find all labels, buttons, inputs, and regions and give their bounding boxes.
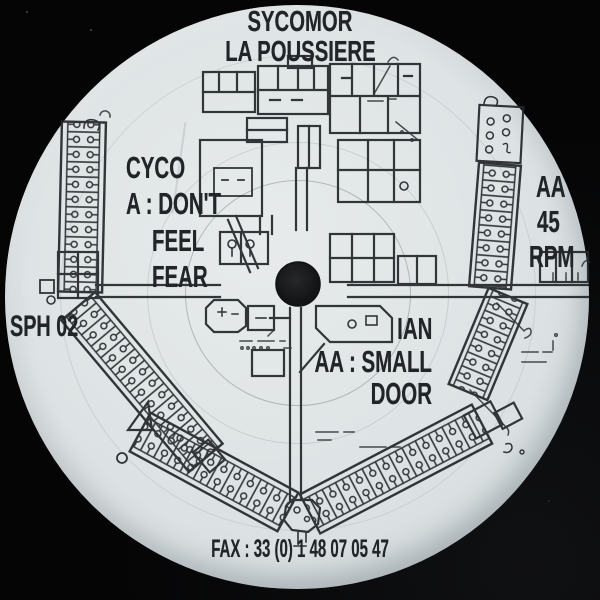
plan-annotations (99, 56, 592, 448)
artist-name-wrap: SYCOMOR (0, 8, 600, 37)
wing-right-diagonal (447, 286, 529, 402)
top-cluster (198, 54, 422, 274)
spindle-hole (275, 261, 321, 307)
bottom-hub (282, 498, 322, 547)
bottom-left-end (116, 399, 227, 474)
wing-bottom-right (298, 402, 494, 536)
side-a-track-line3: FEAR (152, 259, 208, 294)
plan-squiggle (503, 442, 513, 454)
side-aa-artist: IAN (396, 311, 432, 346)
dust-speck (26, 11, 28, 13)
catalog-number: SPH 02 (10, 310, 79, 343)
side-aa-track-line2: DOOR (370, 376, 432, 411)
dust-speck (90, 29, 92, 31)
artist-name: SYCOMOR (247, 6, 353, 38)
fax-line-wrap: FAX : 33 (0) 1 48 07 05 47 (0, 537, 600, 562)
record-title: LA POUSSIERE (224, 36, 376, 68)
wing-upper-right (467, 161, 523, 291)
fax-line: FAX : 33 (0) 1 48 07 05 47 (211, 535, 389, 563)
side-a-artist: CYCO (126, 150, 186, 185)
wing-upper-left (56, 120, 108, 294)
speed-line2: 45 (537, 204, 560, 239)
side-a-track-line1: A : DON'T (126, 186, 222, 221)
side-a-track-line2: FEEL (152, 223, 205, 258)
speed-line3: RPM (529, 239, 575, 274)
upper-right-block (475, 103, 525, 165)
corridors (94, 283, 590, 502)
speed-line1: AA (536, 169, 566, 204)
plan-hook-mark (483, 95, 499, 108)
plan-hook-mark (83, 118, 101, 132)
plan-dot (519, 449, 525, 455)
left-end-rooms (39, 250, 100, 305)
bottom-right-end (462, 399, 524, 440)
right-end-rooms (538, 250, 590, 284)
wing-bottom-left (128, 411, 300, 533)
dust-speck (548, 500, 550, 502)
side-aa-track-line1: AA : SMALL (314, 344, 432, 379)
record-title-wrap: LA POUSSIERE (0, 38, 600, 67)
